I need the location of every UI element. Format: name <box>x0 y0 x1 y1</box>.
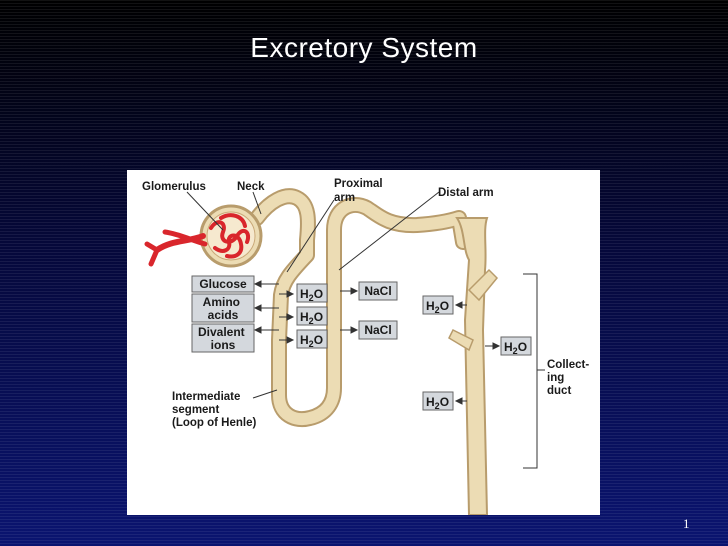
label-collecting-duct: Collect- ing duct <box>547 359 592 397</box>
collecting-duct-branch-upper <box>467 268 499 302</box>
label-neck: Neck <box>237 181 265 193</box>
water-arrows <box>279 290 501 405</box>
solute-box-glucose-text: Glucose <box>199 277 247 291</box>
arteriole-branch <box>144 241 160 267</box>
label-intermediate-line-2: segment <box>172 404 219 416</box>
water-box-5-h: H <box>504 340 513 354</box>
glomerulus-capillaries <box>209 213 250 259</box>
water-box-6-h: H <box>426 395 435 409</box>
label-collecting-line-1: Collect- <box>547 359 589 371</box>
water-box-1: H2O <box>296 283 328 303</box>
solute-box-divalent-line-2: ions <box>211 338 236 352</box>
label-intermediate-line-3: (Loop of Henle) <box>172 417 256 429</box>
water-box-6-o: O <box>440 395 449 409</box>
glomerulus-leader <box>186 191 224 231</box>
label-proximal-arm-line-1: Proximal <box>334 178 383 190</box>
water-box-5-o: O <box>518 340 527 354</box>
distal-arm-leader <box>338 191 440 271</box>
label-proximal-arm: Proximal arm <box>334 178 386 204</box>
label-distal-arm: Distal arm <box>438 187 494 199</box>
solute-box-divalent-line-1: Divalent <box>198 325 245 339</box>
collecting-duct <box>455 217 489 515</box>
nacl-box-1: NaCl <box>358 281 398 301</box>
solute-box-amino-line-1: Amino <box>203 295 240 309</box>
water-box-3: H2O <box>296 329 328 349</box>
solute-box-divalent-ions: Divalent ions <box>191 323 255 353</box>
proximal-arm-leader <box>286 199 335 273</box>
water-box-2: H2O <box>296 306 328 326</box>
nacl-box-1-text: NaCl <box>364 284 391 298</box>
afferent-arteriole <box>154 233 206 253</box>
nacl-box-2: NaCl <box>358 320 398 340</box>
water-box-6-sub: 2 <box>435 401 440 411</box>
water-box-6: H2O <box>422 391 454 411</box>
nephron-svg: Glomerulus Neck Proximal arm Distal arm … <box>142 178 592 515</box>
water-box-1-sub: 2 <box>309 293 314 303</box>
page-number: 1 <box>683 516 690 531</box>
solute-box-divalent-text: Divalent ions <box>198 325 248 352</box>
label-collecting-line-2: ing <box>547 372 564 384</box>
water-box-4-o: O <box>440 299 449 313</box>
water-box-3-h: H <box>300 333 309 347</box>
solute-arrows <box>253 280 279 334</box>
nacl-arrows <box>340 287 359 334</box>
label-intermediate-segment: Intermediate segment (Loop of Henle) <box>172 391 256 429</box>
water-box-2-h: H <box>300 310 309 324</box>
slide-title: Excretory System <box>250 32 478 63</box>
water-box-2-o: O <box>314 310 323 324</box>
water-box-1-h: H <box>300 287 309 301</box>
water-box-3-o: O <box>314 333 323 347</box>
neck-leader <box>252 191 262 215</box>
label-collecting-line-3: duct <box>547 385 571 397</box>
label-intermediate-line-1: Intermediate <box>172 391 240 403</box>
solute-box-glucose: Glucose <box>191 275 255 293</box>
label-glomerulus: Glomerulus <box>142 181 206 193</box>
efferent-arteriole <box>162 229 208 247</box>
collecting-duct-branch-lower <box>448 328 474 352</box>
svg-text:H2O: H2O <box>426 395 449 411</box>
intermediate-segment-leader <box>252 389 278 399</box>
solute-box-amino-line-2: acids <box>208 308 239 322</box>
nephron-diagram: Glomerulus Neck Proximal arm Distal arm … <box>127 170 600 515</box>
svg-text:H2O: H2O <box>300 333 323 349</box>
water-box-3-sub: 2 <box>309 339 314 349</box>
water-box-5: H2O <box>500 336 532 356</box>
svg-text:H2O: H2O <box>300 310 323 326</box>
nacl-box-2-text: NaCl <box>364 323 391 337</box>
water-box-4: H2O <box>422 295 454 315</box>
solute-box-amino-text: Amino acids <box>203 295 244 322</box>
water-box-2-sub: 2 <box>309 316 314 326</box>
svg-text:H2O: H2O <box>426 299 449 315</box>
svg-text:H2O: H2O <box>300 287 323 303</box>
water-box-4-sub: 2 <box>435 305 440 315</box>
solute-box-amino-acids: Amino acids <box>191 293 255 323</box>
collecting-duct-bracket <box>523 273 545 469</box>
water-box-1-o: O <box>314 287 323 301</box>
water-box-4-h: H <box>426 299 435 313</box>
label-proximal-arm-line-2: arm <box>334 192 355 204</box>
svg-text:H2O: H2O <box>504 340 527 356</box>
water-box-5-sub: 2 <box>513 346 518 356</box>
